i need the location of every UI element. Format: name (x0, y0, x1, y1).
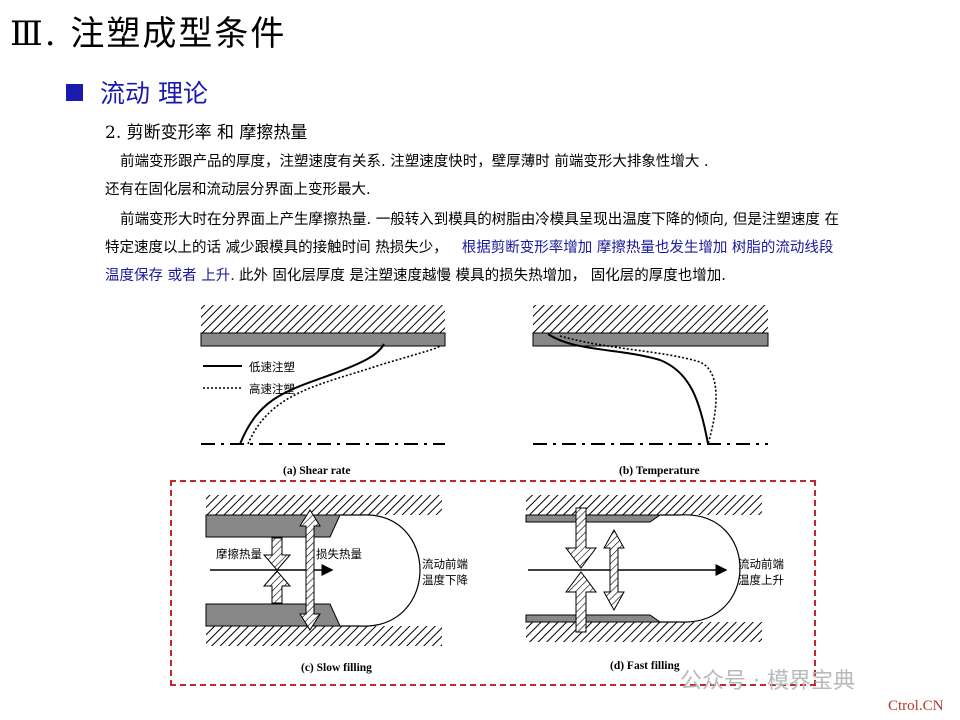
figure-c-slow-filling (205, 495, 442, 646)
figure-d-fast-filling (525, 495, 762, 642)
paragraph-5-blue: 温度保存 或者 上升. (105, 268, 235, 284)
mold-bottom-c (206, 626, 442, 646)
mold-wall-a (201, 305, 445, 333)
section-heading: 2. 剪断变形率 和 摩擦热量 (105, 123, 308, 143)
paragraph-4-black: 特定速度以上的话 减少跟模具的接触时间 热损失少， (105, 240, 448, 256)
paragraph-5-black: 此外 固化层厚度 是注塑速度越慢 模具的损失热增加， 固化层的厚度也增加. (238, 268, 726, 284)
highlight-dashed-box (170, 480, 816, 686)
mold-top-c (206, 495, 442, 515)
curve-low-speed-b (547, 333, 709, 445)
flow-front-c (340, 514, 421, 627)
friction-heat-label: 摩擦热量 (216, 546, 262, 562)
watermark-text: 公众号 · 模界宝典 (680, 669, 855, 694)
friction-arrow-down-c (262, 570, 292, 604)
paragraph-2: 还有在固化层和流动层分界面上变形最大. (105, 182, 371, 198)
heat-loss-label: 损失热量 (316, 547, 362, 561)
curve-high-speed-b (559, 335, 717, 445)
front-label-d2: 温度上升 (738, 573, 784, 587)
paragraph-3: 前端变形大时在分界面上产生摩擦热量. 一般转入到模具的树脂由冷模具呈现出温度下降… (120, 212, 840, 228)
caption-d: (d) Fast filling (610, 660, 680, 672)
watermark-site: Ctrol.CN (888, 698, 944, 714)
front-label-d1: 流动前端 (738, 557, 784, 571)
paragraph-5: 温度保存 或者 上升.此外 固化层厚度 是注塑速度越慢 模具的损失热增加， 固化… (105, 264, 726, 285)
figure-b-temperature (532, 305, 769, 445)
heat-loss-arrow-c (299, 509, 321, 631)
solid-top-d (525, 514, 662, 523)
friction-arrow-down-d (565, 571, 597, 633)
figure-a-shear-rate (200, 305, 446, 445)
paragraph-4-blue: 根据剪断变形率增加 摩擦热量也发生增加 树脂的流动线段 (461, 240, 834, 256)
legend-high-label: 高速注塑 (249, 382, 295, 396)
paragraph-1: 前端变形跟产品的厚度，注塑速度有关系. 注塑速度快时，壁厚薄时 前端变形大排象性… (120, 154, 709, 170)
bullet-square (66, 84, 83, 101)
page-title: Ⅲ. 注塑成型条件 (10, 14, 287, 54)
front-label-c2: 温度下降 (422, 573, 468, 587)
mold-wall-b (533, 305, 768, 333)
solid-layer-a (200, 332, 446, 347)
curve-low-speed-a (239, 343, 385, 445)
flow-front-d (660, 514, 741, 623)
heat-loss-arrow-d (603, 528, 625, 612)
friction-arrow-up-c (262, 537, 292, 571)
caption-b: (b) Temperature (619, 465, 700, 477)
paragraph-4: 特定速度以上的话 减少跟模具的接触时间 热损失少， 根据剪断变形率增加 摩擦热量也… (105, 236, 833, 257)
friction-arrow-up-d (565, 507, 597, 569)
legend-low-label: 低速注塑 (249, 360, 295, 374)
section-subtitle: 流动 理论 (100, 79, 208, 108)
caption-a: (a) Shear rate (283, 465, 351, 477)
caption-c: (c) Slow filling (301, 662, 372, 674)
front-label-c1: 流动前端 (422, 557, 468, 571)
